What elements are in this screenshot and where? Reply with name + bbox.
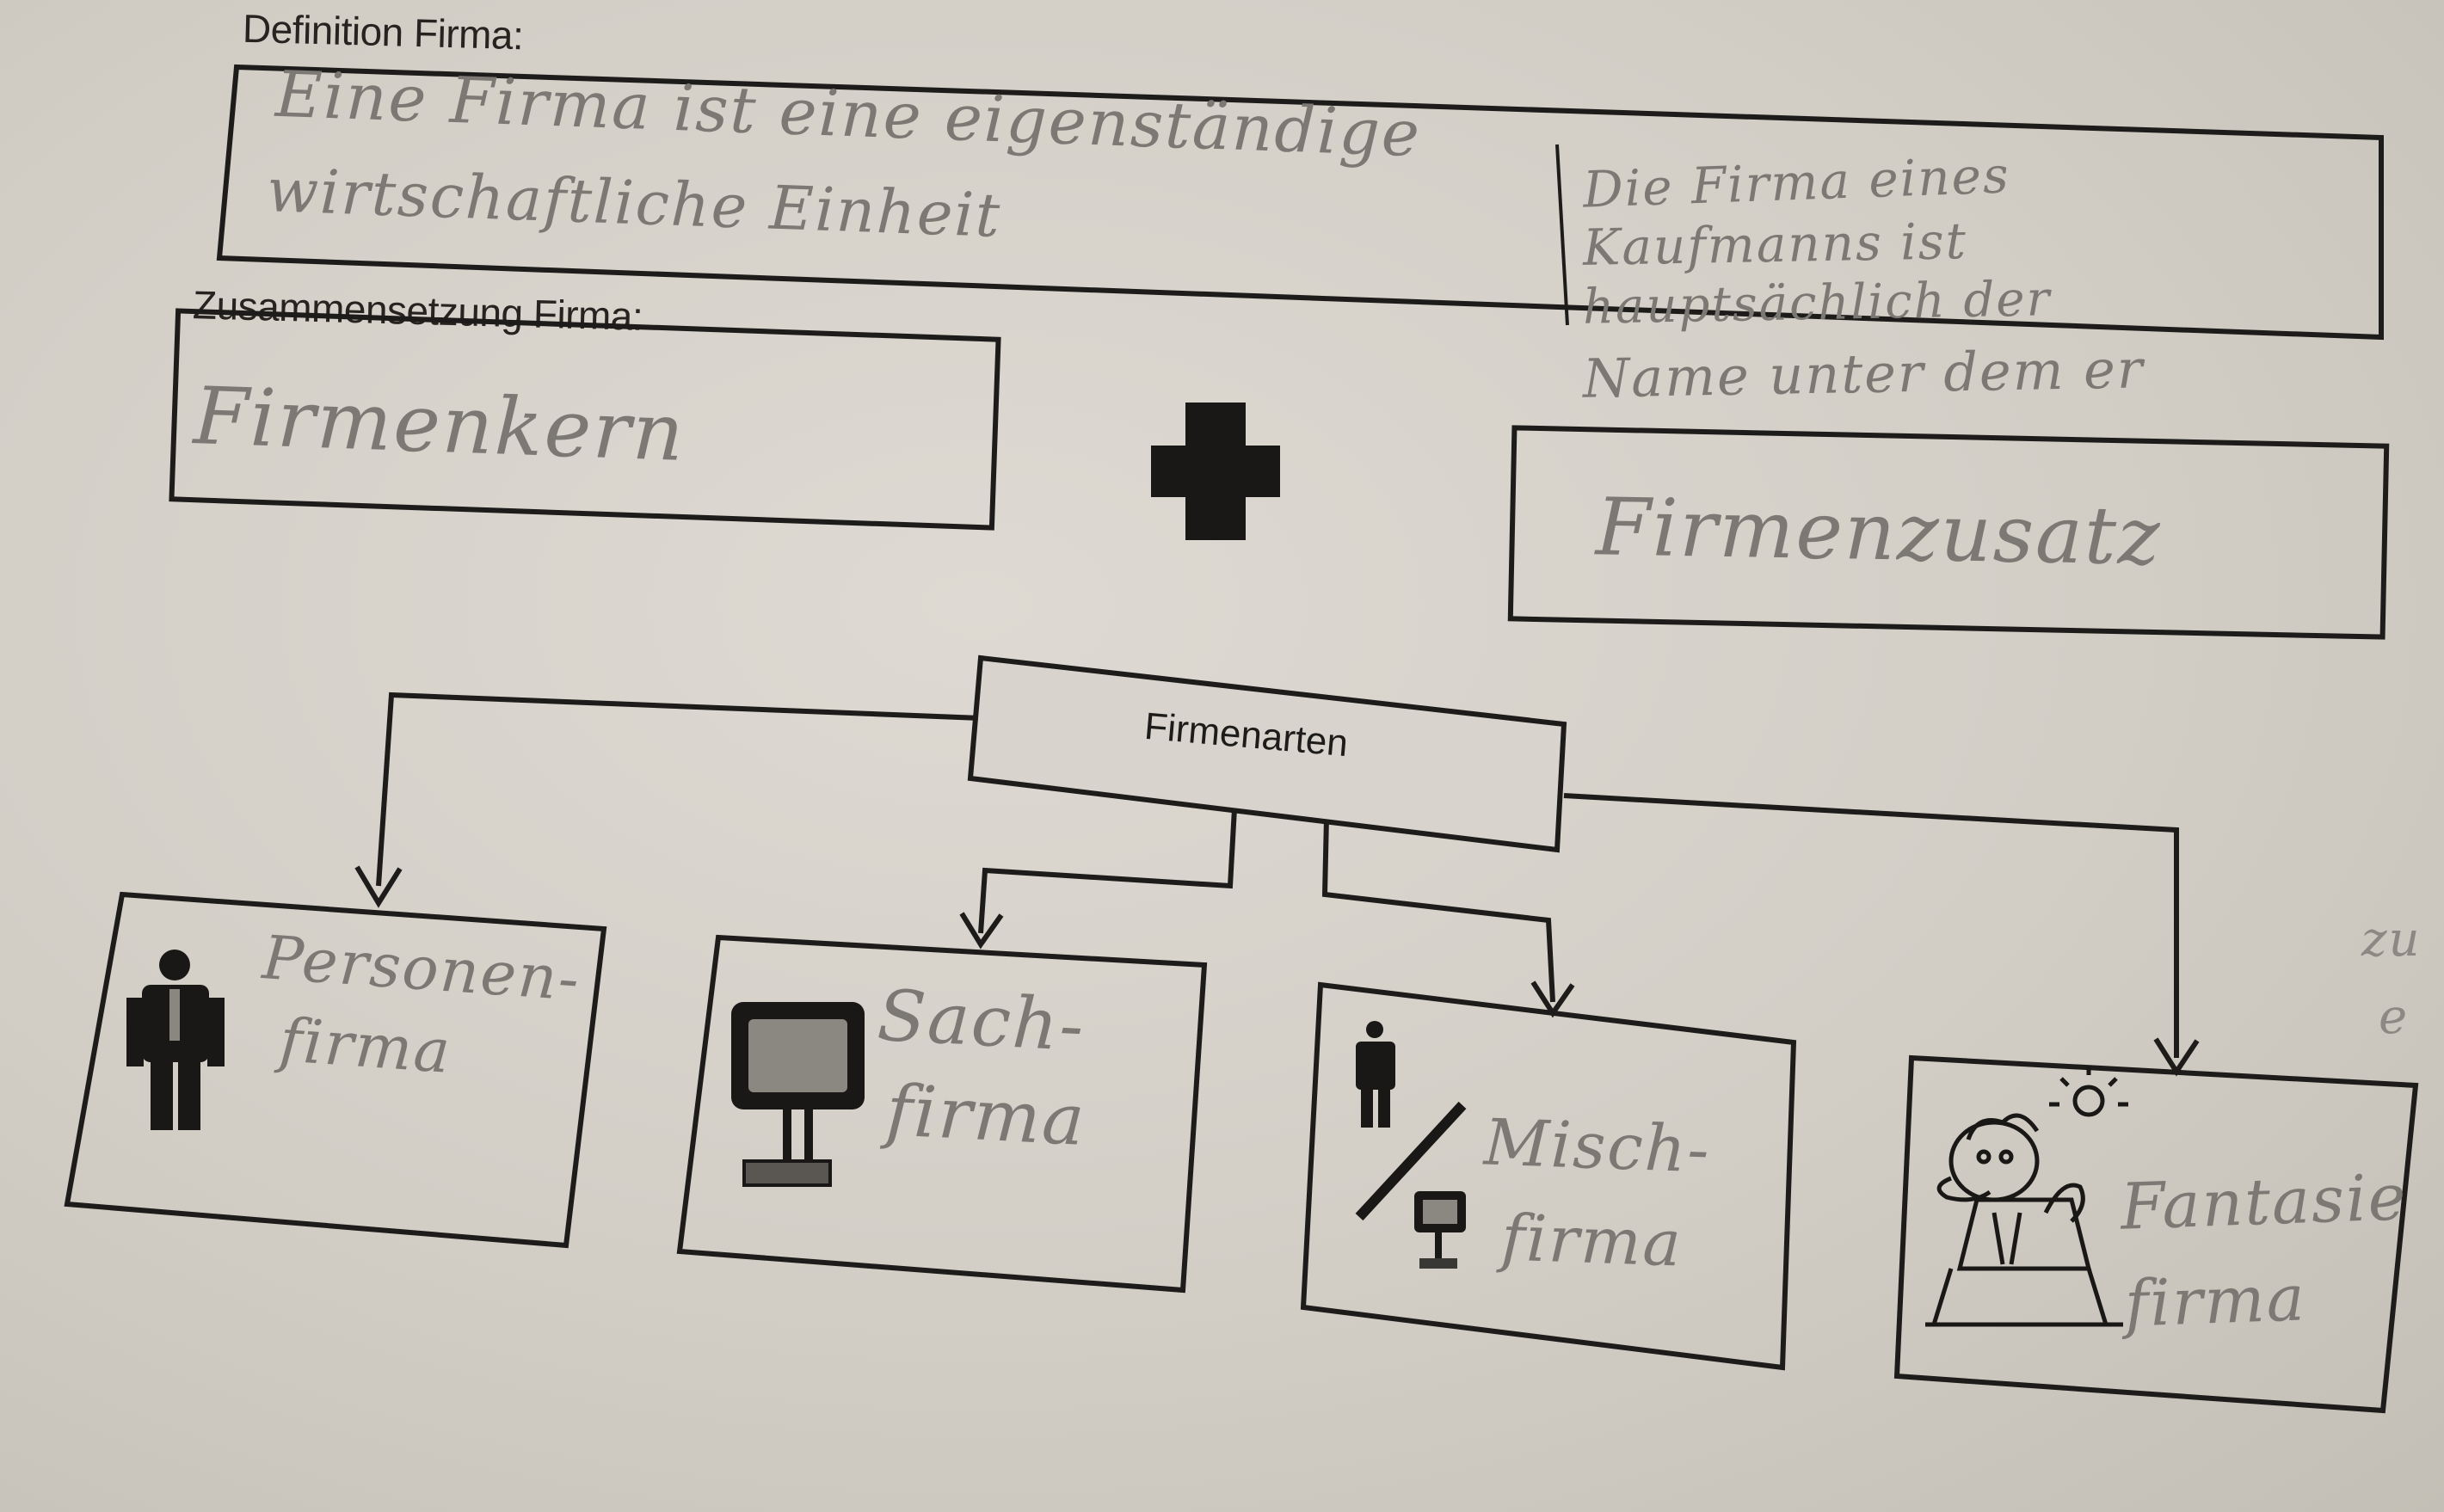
fantasie-line-2: firma: [2123, 1261, 2308, 1342]
box-fantasie-outline: [1893, 1054, 2419, 1414]
connector-sach: [978, 808, 1237, 934]
person-icon: [126, 950, 225, 1130]
sach-line-2: firma: [883, 1069, 1088, 1163]
definition-side-line-3: hauptsächlich der: [1582, 271, 2052, 335]
definition-side-line-2: Kaufmanns ist: [1582, 212, 1968, 277]
definition-divider: [1555, 144, 1569, 326]
margin-note-1: zu: [2361, 912, 2422, 968]
box-misch-outline: [1300, 981, 1797, 1371]
misch-line-2: firma: [1499, 1201, 1684, 1282]
thinking-figure-icon: [1925, 1066, 2128, 1327]
firmenzusatz-text: Firmenzusatz: [1595, 481, 2163, 583]
firmenkern-text: Firmenkern: [192, 370, 687, 479]
box-sach-outline: [676, 934, 1208, 1294]
definition-box-outline: [216, 64, 2384, 341]
connector-fantasie: [1563, 793, 2179, 1058]
person-computer-icon: [1355, 1021, 1467, 1269]
personen-line-2: firma: [277, 1005, 454, 1087]
sach-line-1: Sach-: [875, 974, 1087, 1068]
computer-icon: [731, 1002, 865, 1187]
box-personen-outline: [64, 891, 607, 1249]
connector-personen: [376, 691, 982, 887]
plus-icon: [1151, 403, 1280, 540]
connector-misch: [1321, 816, 1555, 1003]
root-box-outline: [967, 655, 1567, 853]
fantasie-line-1: Fantasie: [2119, 1160, 2409, 1245]
misch-line-1: Misch-: [1482, 1105, 1712, 1188]
definition-side-line-4: Name unter dem er: [1582, 337, 2145, 410]
margin-note-2: e: [2379, 989, 2410, 1045]
